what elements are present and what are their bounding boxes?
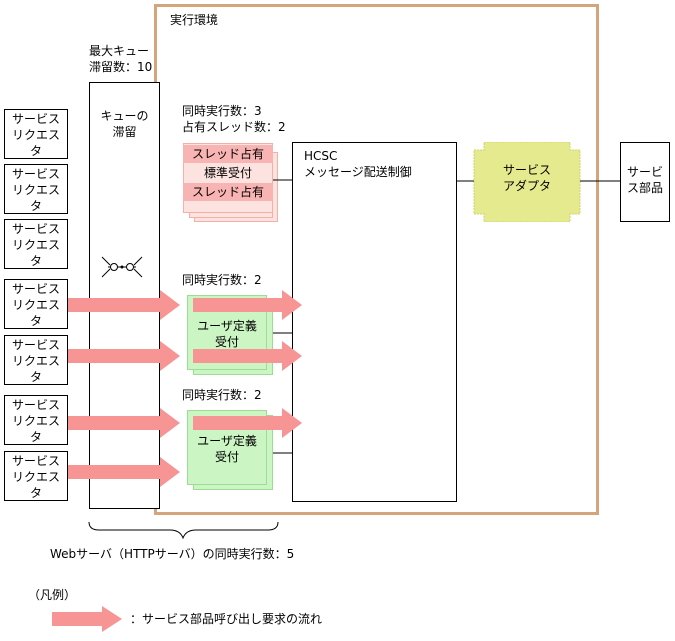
- service-requester: サービスリクエスタ: [4, 164, 68, 214]
- queue-label-line1: キューの: [100, 109, 149, 123]
- queue-label-line2: 滞留: [112, 125, 137, 139]
- service-component-label-1: サービ: [626, 165, 663, 179]
- user-concurrency-label-2: 同時実行数：2: [182, 388, 262, 402]
- service-requester: サービスリクエスタ: [4, 279, 68, 329]
- flow-arrow: [193, 341, 302, 371]
- service-requester: サービスリクエスタ: [4, 335, 68, 385]
- legend-title: （凡例）: [28, 588, 77, 602]
- queue-column: [89, 82, 160, 509]
- user-reception-label-1b: 受付: [214, 335, 239, 349]
- service-adapter-shape: [473, 142, 581, 222]
- hcsc-label: HCSC: [304, 149, 338, 163]
- legend-text: ：サービス部品呼び出し要求の流れ: [130, 612, 323, 626]
- hcsc-sub-label: メッセージ配送制御: [304, 165, 412, 179]
- service-adapter-label-2: アダプタ: [502, 179, 551, 193]
- max-queue-label-line1: 最大キュー: [89, 44, 150, 58]
- web-server-concurrency-label: Webサーバ（HTTPサーバ）の同時実行数：5: [50, 547, 295, 561]
- queue-icon: [101, 256, 143, 278]
- user-reception-label-2a: ユーザ定義: [197, 434, 257, 448]
- user-reception-label-2b: 受付: [214, 450, 239, 464]
- thread-occupied-top: スレッド占有: [183, 145, 273, 163]
- standard-reception-label: 標準受付: [203, 166, 252, 180]
- flow-arrow: [68, 290, 180, 320]
- flow-arrow: [68, 457, 180, 487]
- hcsc-message-routing-box: [292, 142, 457, 502]
- max-queue-label-line2: 滞留数：10: [89, 60, 153, 74]
- service-requester: サービスリクエスタ: [4, 451, 68, 501]
- service-requester: サービスリクエスタ: [4, 219, 68, 269]
- service-adapter-label-1: サービス: [502, 163, 551, 177]
- standard-concurrency-label: 同時実行数：3: [182, 104, 262, 118]
- flow-arrow: [68, 408, 180, 438]
- legend-arrow: [52, 606, 122, 632]
- user-reception-label-1a: ユーザ定義: [197, 319, 257, 333]
- occupied-threads-label: 占有スレッド数：2: [182, 120, 286, 134]
- service-component-box: [620, 142, 670, 222]
- flow-arrow: [68, 341, 180, 371]
- service-requester: サービスリクエスタ: [4, 109, 68, 159]
- flow-arrow: [193, 290, 302, 320]
- service-component-label-2: ス部品: [626, 181, 663, 195]
- flow-arrow: [193, 408, 302, 438]
- execution-environment-label: 実行環境: [170, 13, 219, 27]
- user-concurrency-label-1: 同時実行数：2: [182, 273, 262, 287]
- thread-occupied-bottom: スレッド占有: [183, 183, 273, 201]
- service-requester: サービスリクエスタ: [4, 395, 68, 445]
